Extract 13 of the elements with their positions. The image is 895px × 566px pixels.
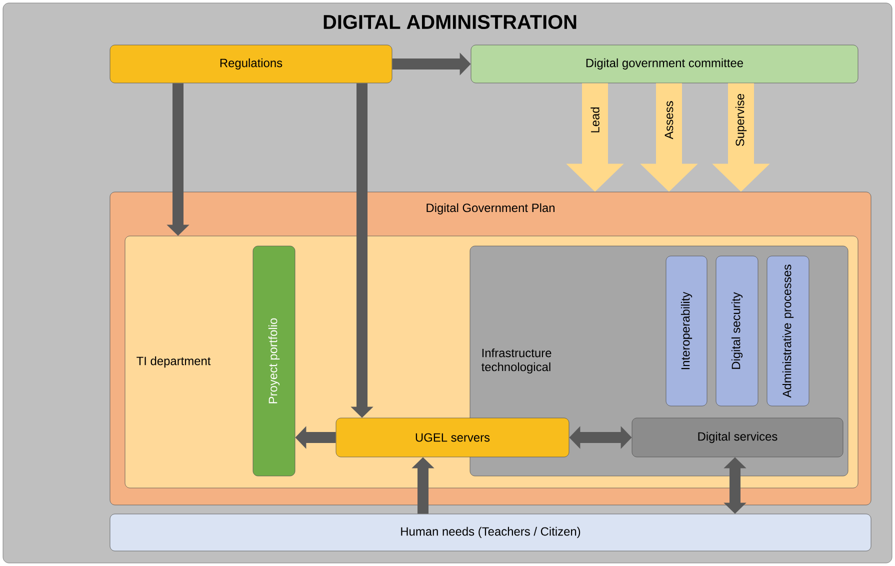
- services-box: Digital services: [632, 418, 844, 458]
- edge-label: Supervise: [734, 92, 748, 148]
- edge-label: Assess: [664, 100, 674, 140]
- regulations-box: Regulations: [110, 44, 392, 84]
- needs-box: Human needs (Teachers / Citizen): [110, 514, 872, 552]
- component-box: Administrative processes: [766, 256, 810, 406]
- edge-label: Lead: [590, 106, 600, 134]
- portfolio-box: Proyect portfolio: [252, 246, 296, 476]
- component-box: Digital security: [716, 256, 758, 406]
- server-box: UGEL servers: [336, 418, 570, 458]
- component-box: Interoperability: [666, 256, 708, 406]
- title: DIGITAL ADMINISTRATION: [324, 14, 576, 30]
- committee-box: Digital government committee: [470, 44, 858, 84]
